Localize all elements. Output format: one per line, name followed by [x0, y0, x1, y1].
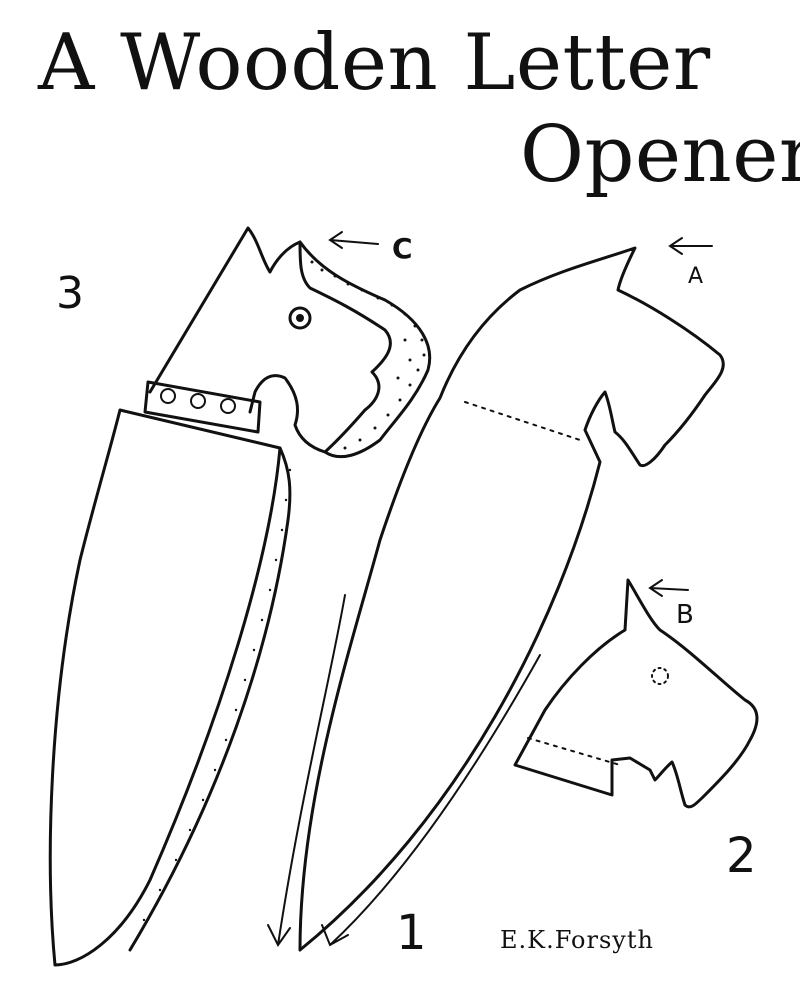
figure-3-blade-outline [48, 408, 282, 967]
figure-2-label: 2 [726, 828, 757, 884]
callout-c-label: C [392, 232, 413, 265]
callout-a-arrow [668, 237, 713, 255]
collar-stud-2 [190, 393, 206, 409]
figure-3-blade-side [128, 446, 292, 952]
figure-3-eye [288, 306, 312, 330]
page-title-line-1: A Wooden Letter [38, 18, 711, 108]
callout-b-label: B [676, 600, 694, 630]
figure-2-outline [513, 578, 759, 809]
artist-signature: E.K.Forsyth [500, 926, 654, 954]
callout-c-arrow [328, 231, 379, 249]
callout-b-arrow [648, 579, 689, 597]
figure-3-collar [143, 380, 262, 434]
figure-1-outline [298, 246, 725, 952]
figure-1-opener-blank [267, 246, 725, 952]
figure-1-arrow-left [267, 594, 346, 947]
figure-2-eye-mark [651, 667, 669, 685]
figure-3-head-shadow [298, 240, 432, 459]
collar-stud-3 [220, 398, 236, 414]
figure-3-stipple-shading [142, 260, 426, 922]
figure-2-dog-head-piece [513, 578, 759, 809]
figure-1-cut-line [464, 401, 581, 441]
figure-1-arrow-right [321, 654, 541, 947]
figure-3-dog-head [148, 226, 392, 454]
figure-1-label: 1 [396, 905, 427, 961]
page-title-line-2: Opener [520, 110, 800, 200]
collar-stud-1 [160, 388, 176, 404]
callout-a-label: A [688, 264, 704, 289]
figure-2-cut-line [527, 737, 621, 766]
figure-3-assembled-opener [48, 226, 432, 967]
figure-3-pupil [296, 314, 304, 322]
figure-3-label: 3 [56, 268, 84, 319]
